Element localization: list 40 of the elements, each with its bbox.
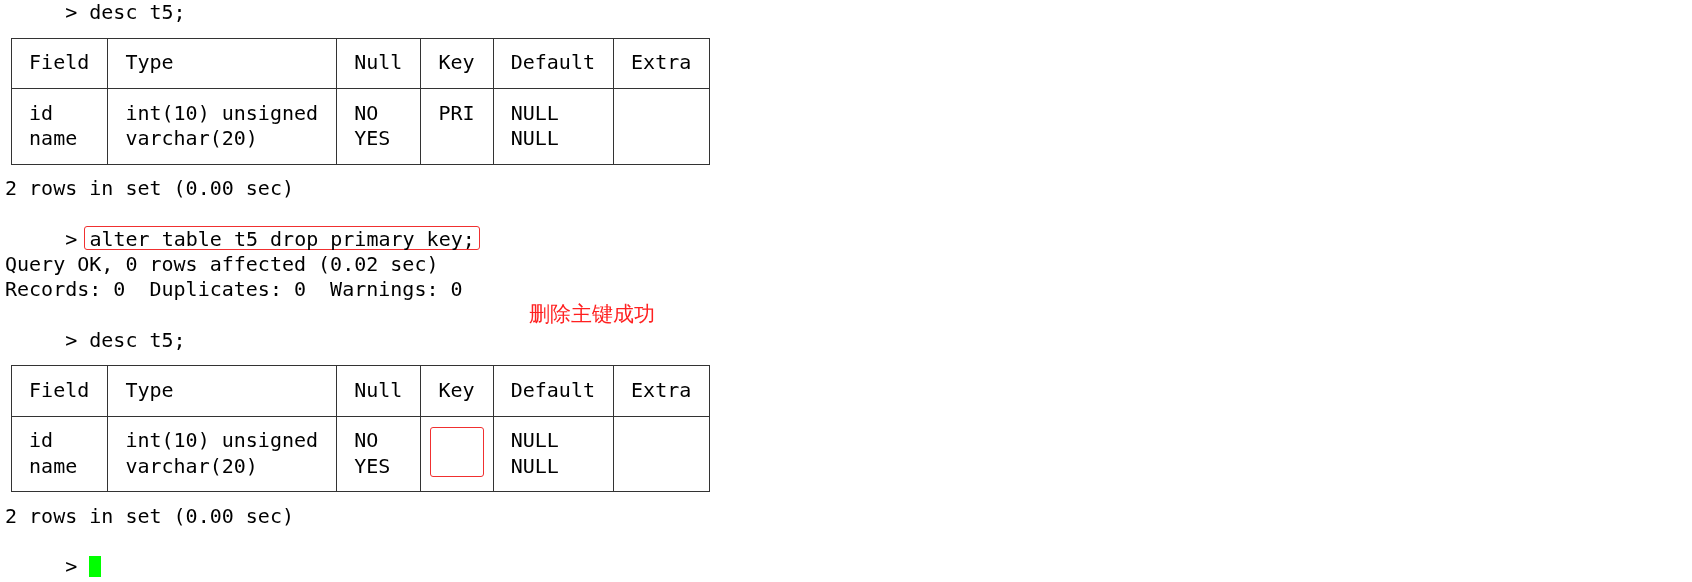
field-value: int(10) unsigned — [125, 428, 319, 454]
column-header: Default — [510, 50, 595, 76]
column-header: Null — [354, 50, 403, 76]
highlight-box: alter table t5 drop primary key; — [84, 225, 480, 250]
field-value: PRI — [438, 100, 475, 126]
status-message: Query OK, 0 rows affected (0.02 sec) — [5, 252, 439, 277]
field-value: id — [29, 100, 54, 126]
column-header: Null — [354, 378, 403, 403]
field-value: NULL — [510, 100, 559, 126]
field-value: NULL — [510, 453, 559, 479]
field-value: varchar(20) — [125, 126, 258, 151]
field-value: id — [29, 428, 54, 454]
column-header: Default — [510, 378, 595, 403]
column-header: Type — [125, 50, 174, 76]
highlight-box — [430, 427, 485, 477]
column-header: Field — [29, 50, 90, 76]
column-header: Key — [438, 50, 475, 76]
field-value: YES — [354, 126, 391, 151]
status-message: 2 rows in set (0.00 sec) — [5, 176, 294, 202]
field-value: NO — [354, 428, 379, 454]
command-prompt: > — [65, 554, 78, 580]
field-value: NO — [354, 100, 379, 126]
field-value: name — [29, 126, 78, 151]
command-line: > desc t5; — [65, 0, 186, 25]
field-value: YES — [354, 453, 391, 479]
field-value: NULL — [510, 126, 559, 151]
field-value: NULL — [510, 428, 559, 454]
annotation: 删除主键成功 — [528, 302, 655, 328]
column-header: Field — [29, 378, 90, 403]
column-header: Extra — [631, 50, 692, 76]
field-value: name — [29, 453, 78, 479]
field-value: varchar(20) — [125, 453, 258, 479]
command-line: > desc t5; — [65, 327, 186, 353]
status-message: 2 rows in set (0.00 sec) — [5, 504, 294, 529]
command-prompt: > — [65, 226, 78, 252]
column-header: Key — [438, 378, 475, 403]
column-header: Type — [125, 378, 174, 403]
field-value: int(10) unsigned — [125, 100, 319, 126]
column-header: Extra — [631, 378, 692, 403]
status-message: Records: 0 Duplicates: 0 Warnings: 0 — [5, 277, 463, 303]
